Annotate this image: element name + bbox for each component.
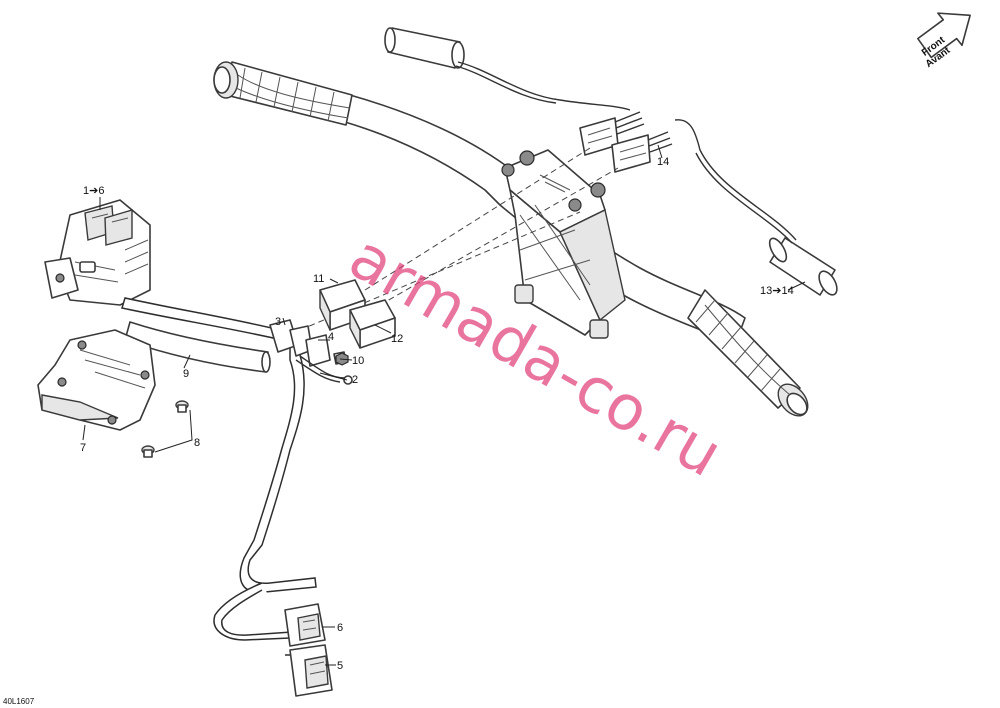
right-grip — [687, 289, 809, 417]
callout-1-6: 1➔6 — [83, 185, 104, 197]
arrow-right-icon — [916, 12, 971, 59]
heater-element-left — [384, 27, 631, 111]
left-grip — [213, 61, 353, 126]
callout-9: 9 — [183, 368, 189, 380]
lower-connector-5 — [289, 644, 333, 697]
callout-7: 7 — [80, 442, 86, 454]
screw-lower — [141, 445, 155, 458]
callout-8: 8 — [194, 437, 200, 449]
callout-labels: 1➔6 2 3 4 5 6 7 8 9 10 11 12 13➔14 14 — [80, 156, 794, 672]
relay-12 — [349, 299, 396, 349]
wiring-harness — [121, 297, 317, 656]
leader-lines — [82, 144, 806, 666]
front-direction-badge: Front Avant — [916, 12, 971, 70]
callout-11: 11 — [313, 273, 324, 285]
callout-5: 5 — [337, 660, 343, 672]
heater-connector-pair — [579, 111, 673, 173]
switch-housing — [44, 199, 151, 306]
switch-cover — [37, 329, 156, 431]
reference-code: 40L1607 — [3, 697, 35, 706]
lower-connector-6 — [284, 603, 326, 647]
protector-sleeve — [124, 321, 271, 373]
callout-2: 2 — [352, 374, 358, 386]
callout-12: 12 — [391, 333, 403, 345]
callout-10: 10 — [352, 355, 364, 367]
callout-6: 6 — [337, 622, 343, 634]
handlebar-riser — [501, 149, 626, 339]
callout-3: 3 — [275, 316, 281, 328]
callout-4: 4 — [328, 331, 334, 343]
screw-upper — [175, 400, 189, 413]
callout-14: 14 — [657, 156, 669, 168]
callout-13-14: 13➔14 — [760, 285, 794, 297]
harness-connector-cluster — [269, 319, 353, 385]
heater-element-right — [674, 119, 838, 296]
